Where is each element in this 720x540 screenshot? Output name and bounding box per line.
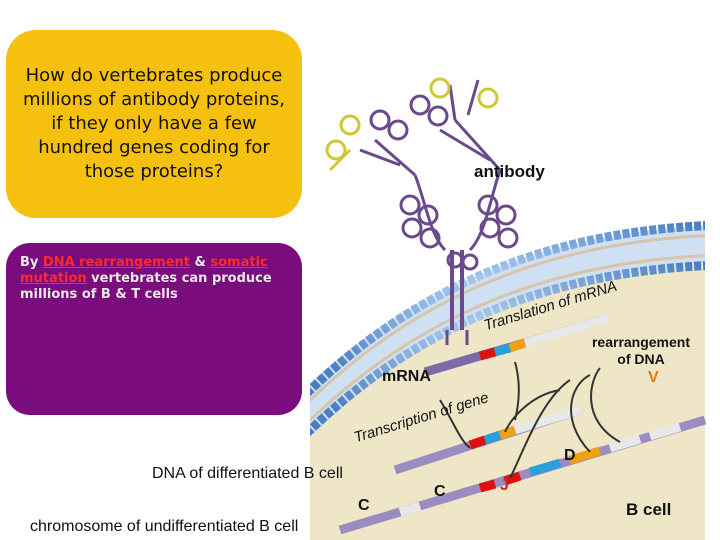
label-bcell: B cell bbox=[626, 500, 672, 519]
label-dna-differentiated: DNA of differentiated B cell bbox=[152, 465, 343, 482]
cell-membrane bbox=[310, 225, 705, 435]
label-c-left: C bbox=[358, 497, 370, 514]
label-j-segment: J bbox=[500, 477, 509, 494]
answer-box: By DNA rearrangement & somatic mutation … bbox=[6, 243, 302, 415]
rearranged-dna bbox=[393, 405, 582, 475]
question-box: How do vertebrates produce millions of a… bbox=[6, 30, 302, 218]
answer-prefix: By bbox=[20, 255, 43, 270]
label-c-mid: C bbox=[434, 483, 446, 500]
label-mrna: mRNA bbox=[382, 368, 431, 385]
answer-mid: & bbox=[189, 255, 211, 270]
label-rearrangement: rearrangement of DNA bbox=[591, 334, 691, 367]
answer-term-somatic-mutation: somatic mutation bbox=[20, 255, 268, 286]
process-arrows bbox=[439, 361, 621, 479]
answer-term-dna-rearrangement: DNA rearrangement bbox=[42, 255, 190, 270]
antibody-molecule bbox=[325, 77, 519, 345]
label-v-segment: V bbox=[648, 369, 659, 386]
mrna-strand bbox=[423, 313, 612, 377]
answer-rest: vertebrates can produce millions of B & … bbox=[20, 271, 272, 302]
label-antibody: antibody bbox=[474, 162, 545, 181]
label-d-segment: D bbox=[564, 447, 576, 464]
germline-dna bbox=[338, 415, 707, 535]
label-chromosome-undifferentiated: chromosome of undifferentiated B cell bbox=[30, 518, 299, 535]
question-text: How do vertebrates produce millions of a… bbox=[23, 65, 285, 182]
